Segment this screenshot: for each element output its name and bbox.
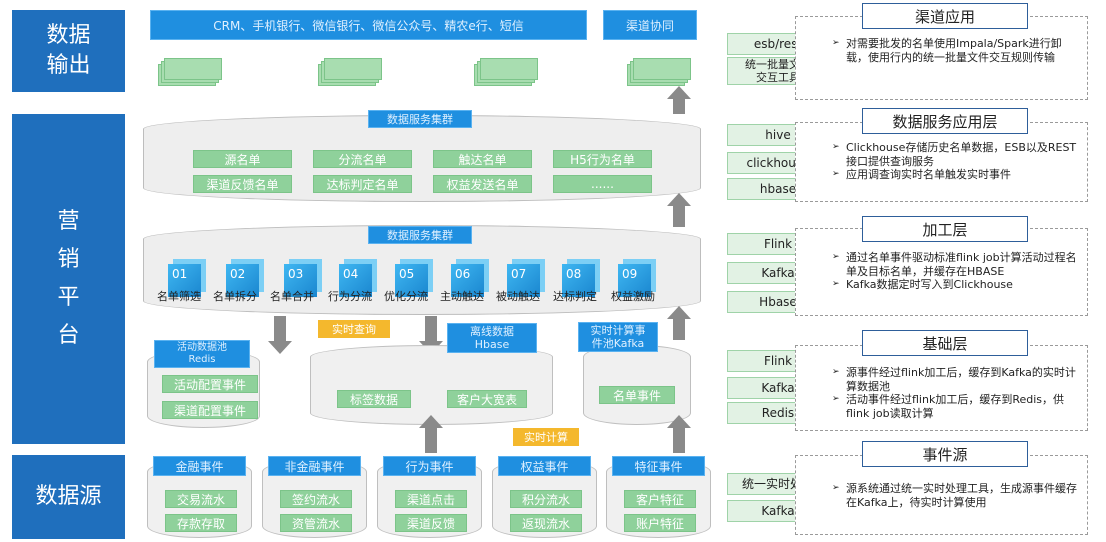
panel-bullet: 应用调查询实时名单触发实时事件 [832,168,1079,182]
cube-04: 04 [339,264,372,297]
source-item: 存款存取 [165,514,237,532]
panel-bullet: 活动事件经过flink加工后，缓存到Redis，供flink job读取计算 [832,393,1079,420]
label-data-output: 数据 输出 [12,10,125,92]
cube-05: 05 [395,264,428,297]
panel-bullet: 源事件经过flink加工后，缓存到Kafka的实时计算数据池 [832,366,1079,393]
list-target-judge: 达标判定名单 [313,175,412,193]
activity-config-event: 活动配置事件 [162,375,258,393]
panel-title-channel-app: 渠道应用 [862,3,1028,29]
cube-label: 被动触达 [496,290,540,303]
output-file-stack [627,58,697,88]
cube-label: 行为分流 [328,290,372,303]
arrow-up-icon [667,193,691,227]
label-data-source: 数据源 [12,455,125,539]
arrow-up-icon [667,306,691,340]
source-item: 账户特征 [624,514,696,532]
source-item: 渠道点击 [395,490,467,508]
source-item: 客户特征 [624,490,696,508]
cube-label: 名单合并 [270,290,314,303]
panel-title-base-layer: 基础层 [862,330,1028,356]
hbase-title: 离线数据 Hbase [447,323,537,353]
panel-bullet: 对需要批发的名单使用Impala/Spark进行卸载，使用行内的统一批量文件交互… [832,37,1079,64]
source-item: 交易流水 [165,490,237,508]
tag-data: 标签数据 [337,390,411,408]
list-split: 分流名单 [313,150,412,168]
output-file-stack [158,58,228,88]
list-source: 源名单 [193,150,292,168]
redis-title: 活动数据池 Redis [154,340,250,368]
panel-title-event-source: 事件源 [862,441,1028,467]
panel-base-layer: 源事件经过flink加工后，缓存到Kafka的实时计算数据池 活动事件经过fli… [795,345,1088,431]
output-file-stack [474,58,544,88]
panel-data-service-app: Clickhouse存储历史名单数据，ESB以及REST接口提供查询服务 应用调… [795,122,1088,202]
kafka-title: 实时计算事 件池Kafka [578,322,658,352]
panel-bullet: Clickhouse存储历史名单数据，ESB以及REST接口提供查询服务 [832,141,1079,168]
arrow-up-icon [667,86,691,114]
cube-01: 01 [168,264,201,297]
channel-coord-bar: 渠道协同 [603,10,697,40]
compute-cluster-title: 数据服务集群 [368,226,472,244]
panel-title-data-service-app: 数据服务应用层 [862,108,1028,134]
list-more: ...... [553,175,652,193]
source-item: 签约流水 [280,490,352,508]
source-title: 非金融事件 [268,456,361,476]
cube-label: 主动触达 [440,290,484,303]
cube-02: 02 [226,264,259,297]
cube-label: 优化分流 [384,290,428,303]
panel-event-source: 源系统通过统一实时处理工具，生成源事件缓存在Kafka上，待实时计算使用 [795,455,1088,535]
cube-label: 名单筛选 [157,290,201,303]
cube-07: 07 [507,264,540,297]
cube-09: 09 [618,264,651,297]
cube-label: 名单拆分 [213,290,257,303]
kafka-cylinder [583,345,691,425]
panel-title-process-layer: 加工层 [862,216,1028,242]
output-file-stack [318,58,388,88]
source-item: 资管流水 [280,514,352,532]
source-title: 权益事件 [498,456,591,476]
cube-label: 权益激励 [611,290,655,303]
list-h5: H5行为名单 [553,150,652,168]
list-channel-feedback: 渠道反馈名单 [193,175,292,193]
service-cluster-title: 数据服务集群 [368,110,472,128]
arrow-up-icon [667,415,691,453]
panel-bullet: 通过名单事件驱动标准flink job计算活动过程名单及目标名单，并缓存在HBA… [832,251,1079,278]
list-reach: 触达名单 [433,150,532,168]
cube-08: 08 [562,264,595,297]
source-title: 行为事件 [383,456,476,476]
panel-bullet: 源系统通过统一实时处理工具，生成源事件缓存在Kafka上，待实时计算使用 [832,482,1079,509]
realtime-compute-tag: 实时计算 [513,428,579,446]
list-event: 名单事件 [599,386,675,404]
cube-06: 06 [451,264,484,297]
source-title: 金融事件 [153,456,246,476]
source-title: 特征事件 [612,456,705,476]
realtime-query-tag: 实时查询 [318,320,390,338]
arrow-up-icon [419,415,443,453]
hbase-cylinder [310,345,553,425]
cube-03: 03 [284,264,317,297]
arrow-down-icon [268,316,292,354]
channels-bar: CRM、手机银行、微信银行、微信公众号、精农e行、短信 [150,10,587,40]
channel-config-event: 渠道配置事件 [162,401,258,419]
customer-wide-table: 客户大宽表 [447,390,527,408]
list-benefit-send: 权益发送名单 [433,175,532,193]
panel-process-layer: 通过名单事件驱动标准flink job计算活动过程名单及目标名单，并缓存在HBA… [795,228,1088,316]
cube-label: 达标判定 [553,290,597,303]
source-item: 积分流水 [510,490,582,508]
source-item: 返现流水 [510,514,582,532]
label-marketing-platform: 营 销 平 台 [12,114,125,444]
panel-bullet: Kafka数据定时写入到Clickhouse [832,278,1079,292]
source-item: 渠道反馈 [395,514,467,532]
